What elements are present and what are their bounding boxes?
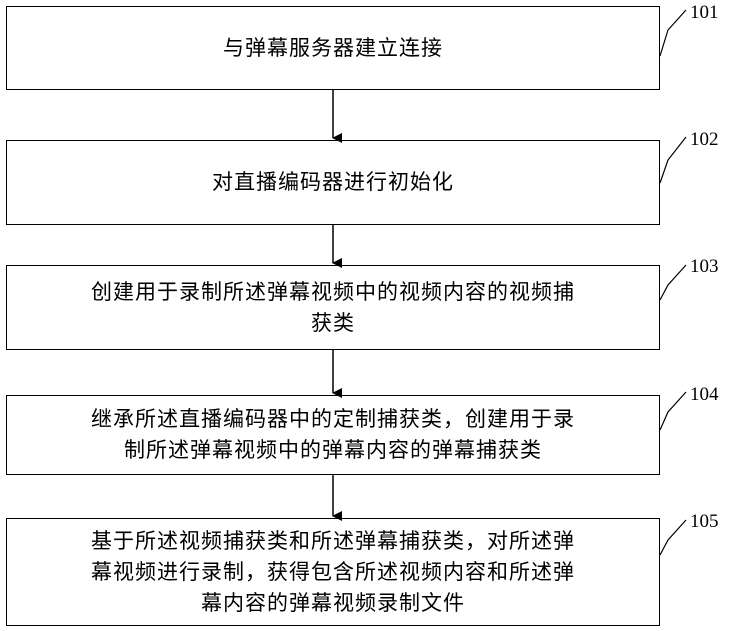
step-103-text-line1: 创建用于录制所述弹幕视频中的视频内容的视频捕 (91, 277, 575, 308)
step-102-label: 102 (690, 129, 719, 151)
step-101-text: 与弹幕服务器建立连接 (223, 33, 443, 64)
step-103-box: 创建用于录制所述弹幕视频中的视频内容的视频捕 获类 (6, 265, 660, 350)
step-102-box: 对直播编码器进行初始化 (6, 140, 660, 225)
step-104-label: 104 (690, 384, 719, 406)
step-103-text-line2: 获类 (91, 308, 575, 339)
leader-103 (660, 265, 686, 300)
leader-101 (660, 10, 686, 56)
step-105-text-line3: 幕内容的弹幕视频录制文件 (91, 588, 575, 619)
leader-105 (660, 520, 686, 555)
leader-102 (660, 137, 686, 183)
step-105-label: 105 (690, 511, 719, 533)
step-102-text: 对直播编码器进行初始化 (212, 167, 454, 198)
step-104-box: 继承所述直播编码器中的定制捕获类，创建用于录 制所述弹幕视频中的弹幕内容的弹幕捕… (6, 395, 660, 475)
step-101-box: 与弹幕服务器建立连接 (6, 6, 660, 90)
step-104-text-line1: 继承所述直播编码器中的定制捕获类，创建用于录 (91, 404, 575, 435)
step-105-box: 基于所述视频捕获类和所述弹幕捕获类，对所述弹 幕视频进行录制，获得包含所述视频内… (6, 518, 660, 626)
leader-104 (660, 392, 686, 430)
step-101-label: 101 (690, 2, 719, 24)
step-104-text-line2: 制所述弹幕视频中的弹幕内容的弹幕捕获类 (91, 435, 575, 466)
step-103-label: 103 (690, 256, 719, 278)
step-105-text-line1: 基于所述视频捕获类和所述弹幕捕获类，对所述弹 (91, 526, 575, 557)
step-105-text-line2: 幕视频进行录制，获得包含所述视频内容和所述弹 (91, 557, 575, 588)
